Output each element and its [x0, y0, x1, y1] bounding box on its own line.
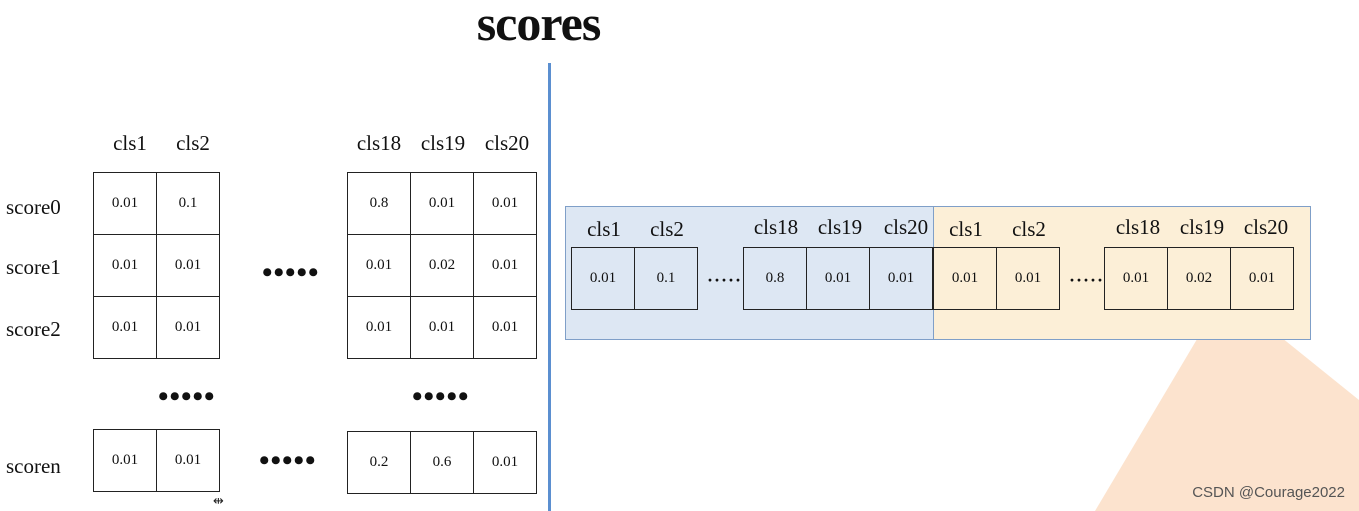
matrix-cell: 0.01 — [473, 172, 537, 235]
ellipsis: ••••• — [259, 444, 317, 477]
vector-block: 0.01 0.01 — [933, 247, 1060, 310]
row-label: scoren — [6, 454, 61, 478]
vector-cell: 0.01 — [1230, 247, 1294, 310]
matrix-cell: 0.01 — [473, 296, 537, 359]
column-header: cls1 — [587, 217, 621, 241]
matrix-cell: 0.6 — [410, 431, 474, 494]
vector-cell: 0.8 — [743, 247, 807, 310]
column-header: cls2 — [1012, 217, 1046, 241]
column-header: cls18 — [356, 131, 402, 155]
vector-cell: 0.01 — [869, 247, 933, 310]
column-header: cls20 — [484, 131, 530, 155]
matrix-cell: 0.01 — [156, 429, 220, 492]
matrix-cell: 0.1 — [156, 172, 220, 235]
ellipsis: ····· — [707, 270, 743, 290]
column-header: cls20 — [883, 215, 929, 239]
row-label: score2 — [6, 317, 61, 341]
column-header: cls19 — [420, 131, 466, 155]
matrix-cell: 0.02 — [410, 234, 474, 297]
matrix-cell: 0.2 — [347, 431, 411, 494]
vector-block: 0.8 0.01 0.01 — [743, 247, 933, 310]
matrix-cell: 0.01 — [410, 296, 474, 359]
row-label: score0 — [6, 195, 61, 219]
column-header: cls19 — [1179, 215, 1225, 239]
column-header: cls18 — [753, 215, 799, 239]
matrix-block-left: 0.01 0.1 0.01 0.01 0.01 0.01 — [93, 172, 220, 359]
watermark-text: CSDN @Courage2022 — [1192, 484, 1345, 501]
matrix-cell: 0.01 — [156, 234, 220, 297]
ellipsis: ••••• — [412, 380, 470, 413]
matrix-cell: 0.01 — [93, 234, 157, 297]
vector-cell: 0.01 — [996, 247, 1060, 310]
ellipsis: ••••• — [262, 256, 320, 289]
row-label: score1 — [6, 255, 61, 279]
vector-block: 0.01 0.1 — [571, 247, 698, 310]
column-header: cls1 — [949, 217, 983, 241]
matrix-cell: 0.01 — [473, 234, 537, 297]
column-header: cls19 — [817, 215, 863, 239]
vector-cell: 0.02 — [1167, 247, 1231, 310]
matrix-block-right-last: 0.2 0.6 0.01 — [347, 431, 537, 494]
matrix-cell: 0.01 — [347, 296, 411, 359]
column-header: cls20 — [1243, 215, 1289, 239]
vertical-divider — [548, 63, 551, 511]
matrix-block-left-last: 0.01 0.01 — [93, 429, 220, 492]
matrix-cell: 0.8 — [347, 172, 411, 235]
column-header: cls2 — [176, 131, 210, 155]
matrix-cell: 0.01 — [93, 172, 157, 235]
column-header: cls2 — [650, 217, 684, 241]
matrix-block-right: 0.8 0.01 0.01 0.01 0.02 0.01 0.01 0.01 0… — [347, 172, 537, 359]
vector-cell: 0.01 — [806, 247, 870, 310]
vector-cell: 0.01 — [1104, 247, 1168, 310]
vector-block: 0.01 0.02 0.01 — [1104, 247, 1294, 310]
vector-cell: 0.1 — [634, 247, 698, 310]
vector-cell: 0.01 — [571, 247, 635, 310]
matrix-cell: 0.01 — [473, 431, 537, 494]
column-header: cls18 — [1115, 215, 1161, 239]
page-title: scores — [476, 0, 602, 51]
ellipsis: ····· — [1069, 270, 1105, 290]
matrix-cell: 0.01 — [93, 429, 157, 492]
matrix-cell: 0.01 — [410, 172, 474, 235]
matrix-cell: 0.01 — [93, 296, 157, 359]
ellipsis: ••••• — [158, 380, 216, 413]
matrix-cell: 0.01 — [156, 296, 220, 359]
resize-cursor-icon: ⇹ — [213, 494, 224, 509]
column-header: cls1 — [113, 131, 147, 155]
vector-cell: 0.01 — [933, 247, 997, 310]
matrix-cell: 0.01 — [347, 234, 411, 297]
